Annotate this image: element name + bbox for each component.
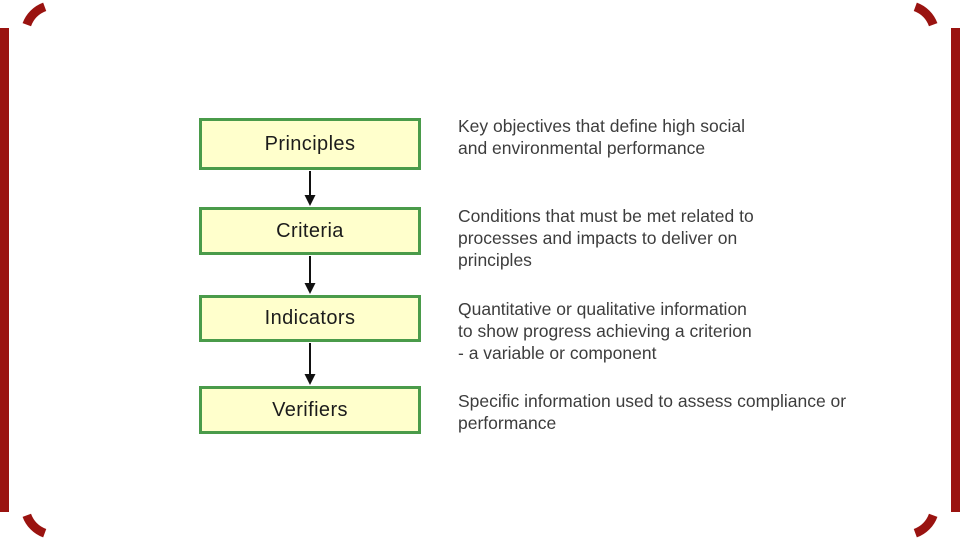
flow-arrows — [304, 171, 316, 385]
description-criteria: Conditions that must be met related to p… — [458, 206, 754, 270]
description-indicators: Quantitative or qualitative information … — [458, 299, 752, 363]
description-principles: Key objectives that define high social a… — [458, 116, 745, 158]
frame-corner-top-right — [913, 2, 938, 27]
flow-box-principles: Principles — [199, 118, 421, 170]
arrow-down-icon — [304, 374, 316, 385]
frame-corner-bottom-left — [22, 513, 47, 538]
description-verifiers: Specific information used to assess comp… — [458, 391, 847, 433]
flow-box-label: Indicators — [264, 307, 356, 329]
flow-box-label: Principles — [264, 132, 356, 155]
arrow-down-icon — [304, 195, 316, 206]
arrow-down-icon — [304, 283, 316, 294]
flow-box-label: Verifiers — [272, 398, 348, 421]
flow-box-verifiers: Verifiers — [199, 386, 421, 434]
frame-corner-top-left — [22, 2, 47, 27]
flow-box-indicators: Indicators — [199, 295, 421, 342]
flow-box-label: Criteria — [276, 219, 344, 242]
frame-corner-bottom-right — [913, 513, 938, 538]
flow-box-criteria: Criteria — [199, 207, 421, 255]
